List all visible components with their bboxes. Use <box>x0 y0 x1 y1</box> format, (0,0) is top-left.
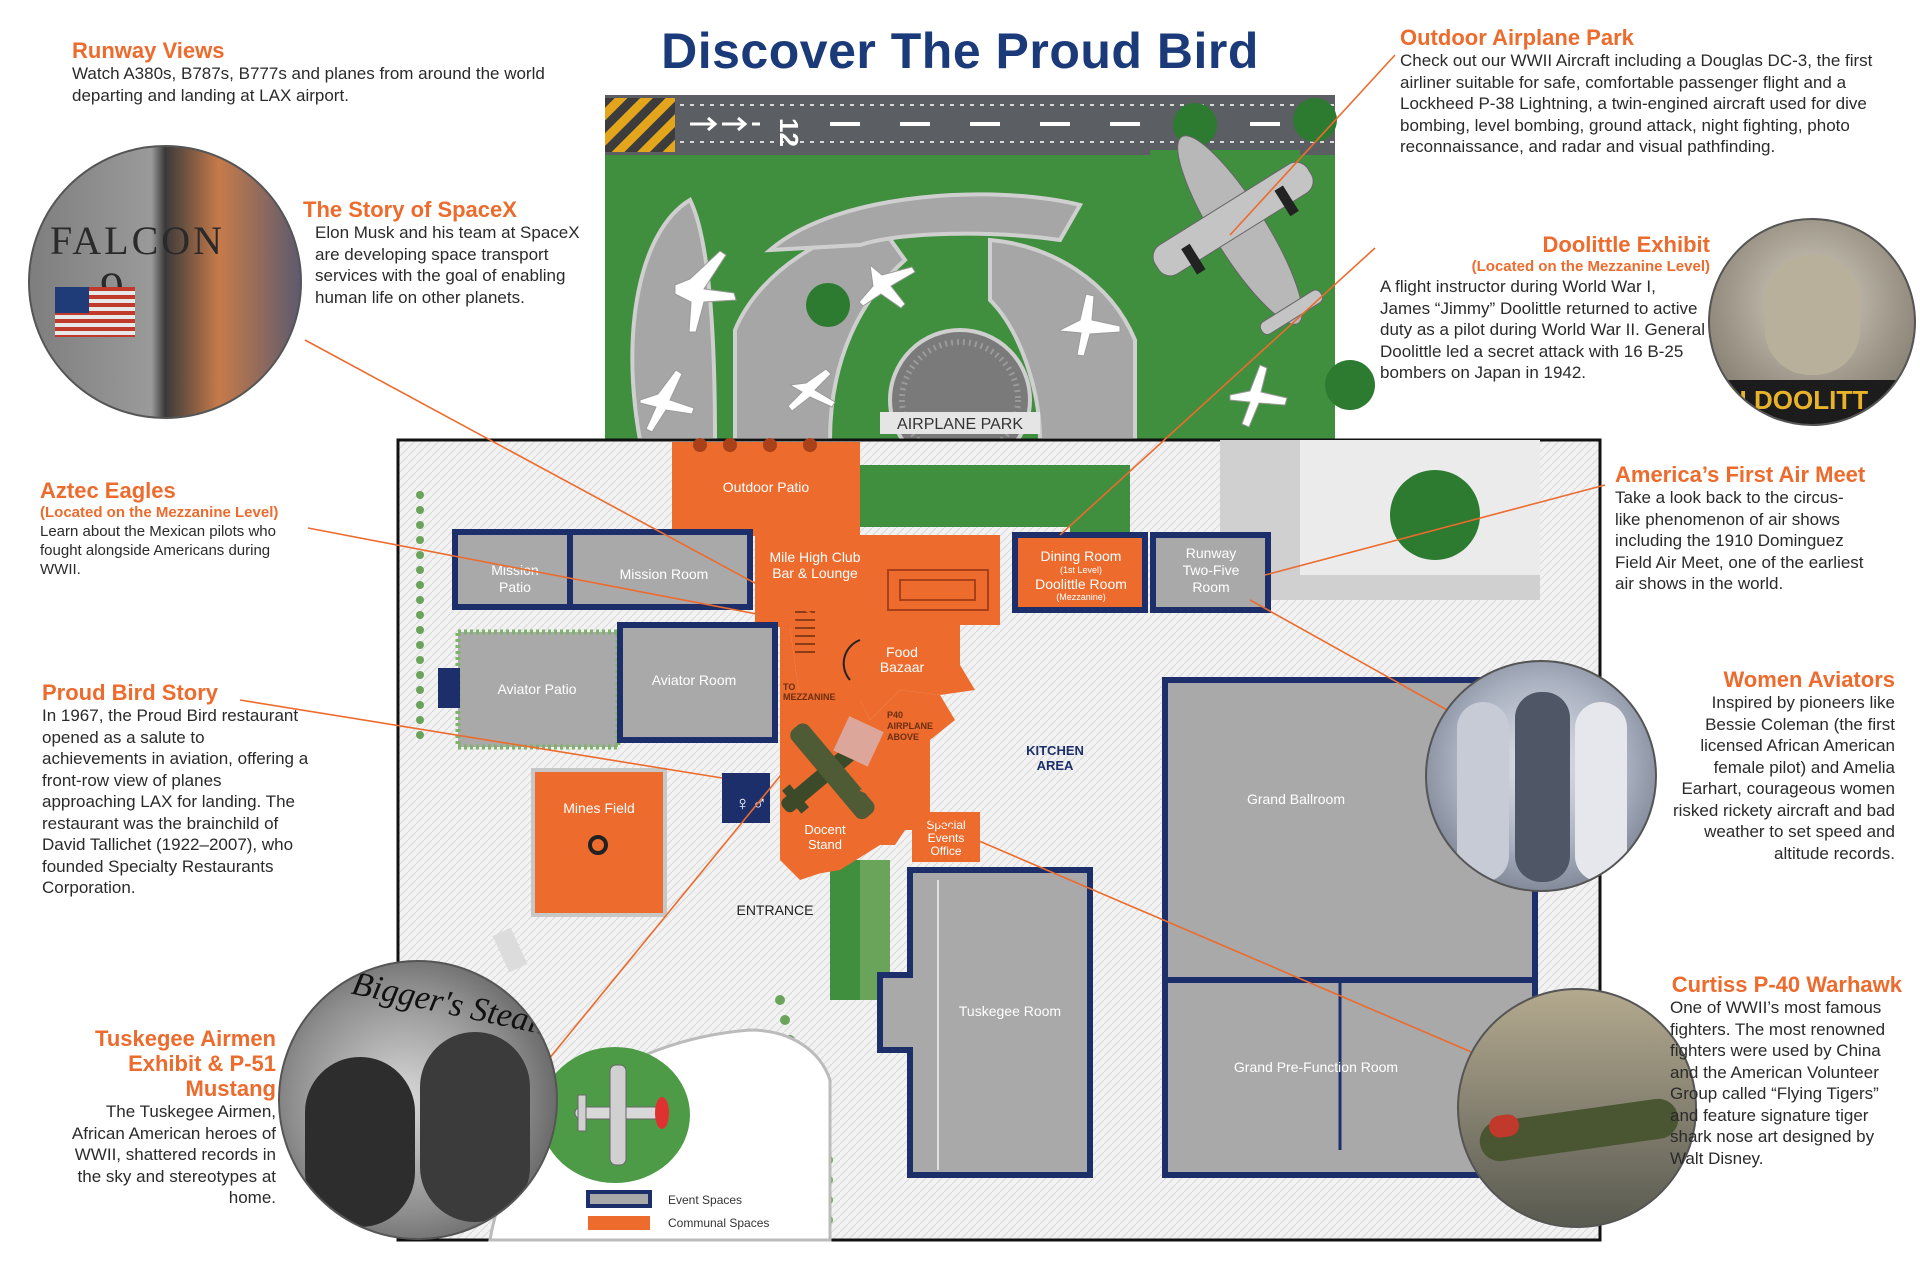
runway-number: 12 <box>774 118 804 147</box>
svg-text:Special: Special <box>926 818 965 832</box>
svg-text:Food: Food <box>886 644 918 660</box>
room-runway-two-five[interactable] <box>1150 532 1271 613</box>
doolittle-subtitle: (Located on the Mezzanine Level) <box>1471 258 1710 275</box>
svg-text:Mines Field: Mines Field <box>563 800 635 816</box>
doolittle-title: Doolittle Exhibit <box>1542 232 1710 257</box>
room-mile-high-club[interactable] <box>755 535 1000 720</box>
callout-outdoor-airplane-park: Outdoor Airplane Park Check out our WWII… <box>1400 25 1905 158</box>
leader-lines <box>239 54 1606 1061</box>
svg-text:Docent: Docent <box>804 822 846 837</box>
room-aviator[interactable] <box>617 622 778 743</box>
falcon-rocket-text: FALCON <box>50 218 226 263</box>
curtiss-p40-photo <box>1457 988 1697 1228</box>
svg-text:Bazaar: Bazaar <box>880 659 925 675</box>
callout-runway-views: Runway Views Watch A380s, B787s, B777s a… <box>72 38 572 106</box>
doolittle-banner-text: H DOOLITT <box>1728 385 1869 415</box>
tuskegee-photo: Bigger's Stealin <box>278 960 558 1240</box>
svg-text:(1st Level): (1st Level) <box>1060 565 1102 575</box>
svg-text:Room: Room <box>1192 579 1229 595</box>
women-aviators-text: Inspired by pioneers like Bessie Coleman… <box>1672 693 1895 863</box>
map-legend: Event Spaces Communal Spaces <box>586 1190 769 1230</box>
svg-text:Grand Ballroom: Grand Ballroom <box>1247 791 1345 807</box>
doolittle-photo: H DOOLITT <box>1708 218 1916 426</box>
svg-text:Dining Room: Dining Room <box>1041 548 1122 564</box>
outdoor-park-title: Outdoor Airplane Park <box>1400 25 1634 50</box>
proud-bird-story-title: Proud Bird Story <box>42 680 219 705</box>
callout-tuskegee: Tuskegee Airmen Exhibit & P-51 Mustang T… <box>40 1026 276 1209</box>
legend-event-spaces: Event Spaces <box>668 1193 742 1207</box>
svg-text:♀: ♀ <box>735 793 750 815</box>
p51-mustang-icon <box>574 1064 669 1166</box>
svg-text:AIRPLANE: AIRPLANE <box>887 721 933 731</box>
room-aviator-patio[interactable] <box>455 629 621 750</box>
svg-text:Events: Events <box>928 831 965 845</box>
tuskegee-title-line1: Tuskegee Airmen <box>95 1026 276 1051</box>
runway-views-title: Runway Views <box>72 38 225 63</box>
room-outdoor-patio[interactable] <box>672 442 860 536</box>
spacex-title: The Story of SpaceX <box>303 197 517 222</box>
spacex-text: Elon Musk and his team at SpaceX are dev… <box>315 223 580 307</box>
svg-text:Stand: Stand <box>808 837 842 852</box>
dc3-plane-icon <box>1152 135 1324 335</box>
svg-text:Mile High Club: Mile High Club <box>769 549 860 565</box>
callout-proud-bird-story: Proud Bird Story In 1967, the Proud Bird… <box>42 680 312 899</box>
callout-doolittle: Doolittle Exhibit (Located on the Mezzan… <box>1380 232 1710 384</box>
svg-text:Two-Five: Two-Five <box>1183 562 1240 578</box>
svg-text:Grand Pre-Function Room: Grand Pre-Function Room <box>1234 1059 1398 1075</box>
tuskegee-text: The Tuskegee Airmen, African American he… <box>71 1102 276 1207</box>
svg-text:Aviator Room: Aviator Room <box>652 672 737 688</box>
women-aviators-title: Women Aviators <box>1723 667 1895 692</box>
proud-bird-story-text: In 1967, the Proud Bird restaurant opene… <box>42 706 309 897</box>
aztec-eagles-title: Aztec Eagles <box>40 478 176 503</box>
air-meet-title: America’s First Air Meet <box>1615 462 1866 487</box>
room-dining-doolittle[interactable] <box>1012 532 1148 613</box>
svg-text:Mission Room: Mission Room <box>620 566 709 582</box>
page-title: Discover The Proud Bird <box>661 23 1259 79</box>
doolittle-text: A flight instructor during World War I, … <box>1380 277 1706 382</box>
outdoor-park-text: Check out our WWII Aircraft including a … <box>1400 51 1873 156</box>
svg-text:Patio: Patio <box>499 579 531 595</box>
callout-curtiss-p40: Curtiss P-40 Warhawk One of WWII’s most … <box>1640 972 1902 1169</box>
spacex-photo: FALCON 9 <box>28 145 302 419</box>
callout-first-air-meet: America’s First Air Meet Take a look bac… <box>1615 462 1915 595</box>
callout-aztec-eagles: Aztec Eagles (Located on the Mezzanine L… <box>40 478 360 579</box>
svg-text:MEZZANINE: MEZZANINE <box>783 692 836 702</box>
air-meet-text: Take a look back to the circus-like phen… <box>1615 488 1864 593</box>
legend-communal-spaces: Communal Spaces <box>668 1216 769 1230</box>
airplane-park-label: AIRPLANE PARK <box>897 416 1023 433</box>
rooms-layer: Outdoor Patio Mission Patio Mission Room… <box>438 438 1538 1178</box>
callout-women-aviators: Women Aviators Inspired by pioneers like… <box>1665 667 1895 864</box>
svg-text:KITCHEN: KITCHEN <box>1026 743 1084 758</box>
tuskegee-title-line2: Exhibit & P-51 <box>128 1051 276 1076</box>
svg-text:Runway: Runway <box>1186 545 1237 561</box>
room-tuskegee[interactable] <box>877 867 1093 1178</box>
svg-text:Aviator Patio: Aviator Patio <box>497 681 576 697</box>
entrance-label: ENTRANCE <box>736 902 813 918</box>
aztec-eagles-subtitle: (Located on the Mezzanine Level) <box>40 504 279 521</box>
svg-text:♂: ♂ <box>752 793 767 815</box>
svg-text:ABOVE: ABOVE <box>887 732 919 742</box>
runway-views-text: Watch A380s, B787s, B777s and planes fro… <box>72 64 545 105</box>
svg-text:Office: Office <box>930 844 961 858</box>
svg-text:(Mezzanine): (Mezzanine) <box>1056 592 1106 602</box>
callout-spacex: The Story of SpaceX Elon Musk and his te… <box>303 197 595 308</box>
room-mines-field[interactable] <box>531 768 667 917</box>
svg-text:Doolittle Room: Doolittle Room <box>1035 576 1127 592</box>
women-aviators-photo <box>1425 660 1657 892</box>
room-mission[interactable] <box>567 529 753 610</box>
aztec-eagles-text: Learn about the Mexican pilots who fough… <box>40 523 276 578</box>
curtiss-title: Curtiss P-40 Warhawk <box>1671 972 1902 997</box>
tuskegee-title-line3: Mustang <box>185 1076 276 1101</box>
svg-text:AREA: AREA <box>1037 758 1074 773</box>
us-flag-icon <box>55 287 135 337</box>
curtiss-text: One of WWII’s most famous fighters. The … <box>1670 998 1886 1168</box>
svg-text:Outdoor Patio: Outdoor Patio <box>723 479 810 495</box>
svg-text:TO: TO <box>783 682 795 692</box>
svg-text:Bar & Lounge: Bar & Lounge <box>772 565 858 581</box>
svg-text:Tuskegee Room: Tuskegee Room <box>959 1003 1061 1019</box>
svg-text:P40: P40 <box>887 710 903 720</box>
